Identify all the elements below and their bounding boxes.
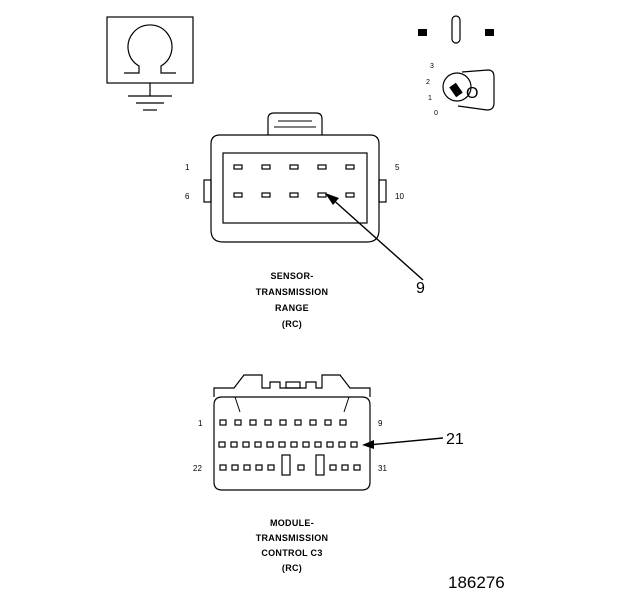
ground-icon <box>128 83 172 111</box>
module-label-line-2: TRANSMISSION <box>256 533 329 543</box>
ignition-key-icon: 3 2 1 0 O <box>418 15 495 117</box>
sensor-connector: 1 5 6 10 9 SENSOR- TRANSMISSION RANGE (R… <box>185 112 425 329</box>
sensor-pin-10-label: 10 <box>395 192 404 201</box>
module-pin-1-label: 1 <box>198 419 203 428</box>
ohm-icon <box>106 16 194 84</box>
module-callout: 21 <box>446 431 464 448</box>
sensor-label-line-1: SENSOR- <box>270 271 313 281</box>
module-pin-22-label: 22 <box>193 464 202 473</box>
sensor-callout: 9 <box>416 280 425 297</box>
ignition-position-2: 2 <box>426 79 430 86</box>
sensor-pin-1-label: 1 <box>185 163 190 172</box>
ignition-key-letter: O <box>466 85 478 102</box>
sensor-label-line-4: (RC) <box>282 319 302 329</box>
module-label-line-1: MODULE- <box>270 518 314 528</box>
module-pin-31-label: 31 <box>378 464 387 473</box>
figure-number: 186276 <box>448 573 505 592</box>
ignition-position-1: 1 <box>428 95 432 102</box>
sensor-pin-5-label: 5 <box>395 163 400 172</box>
module-connector: 1 9 22 31 21 MODULE- TRANSMISSION CONTRO… <box>193 374 464 573</box>
sensor-pin-6-label: 6 <box>185 192 190 201</box>
sensor-label-line-3: RANGE <box>275 303 309 313</box>
sensor-label-line-2: TRANSMISSION <box>256 287 329 297</box>
module-label-line-4: (RC) <box>282 563 302 573</box>
module-label-line-3: CONTROL C3 <box>261 548 322 558</box>
module-pin-9-label: 9 <box>378 419 383 428</box>
ignition-position-0: 0 <box>434 110 438 117</box>
ignition-position-3: 3 <box>430 63 434 70</box>
